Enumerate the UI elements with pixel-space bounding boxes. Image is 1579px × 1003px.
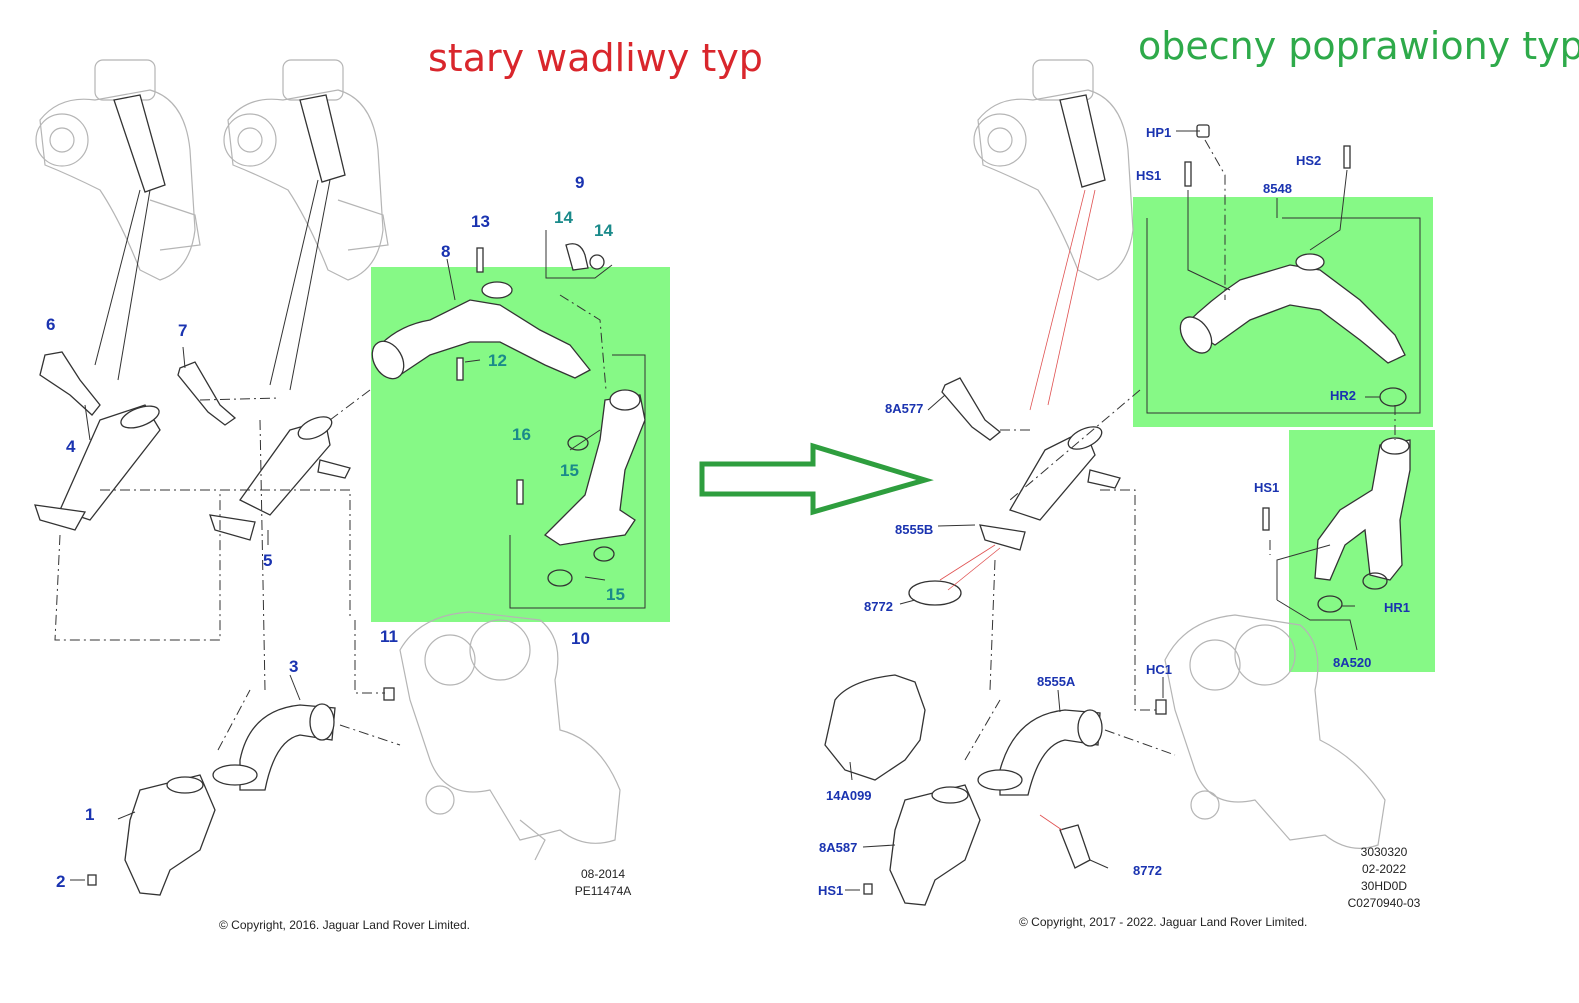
left-orings <box>547 435 615 587</box>
left-ghost-engine-top-1 <box>35 59 201 281</box>
left-diagram-code: PE11474A <box>574 884 632 898</box>
right-engine-block <box>1164 614 1386 849</box>
callout-label: HS2 <box>1296 153 1321 168</box>
callout-label: 8555A <box>1037 674 1076 689</box>
callout-label: 9 <box>575 173 584 192</box>
left-diagram-codes: 08-2014 PE11474A <box>565 866 641 900</box>
callout-label: 14 <box>554 208 573 227</box>
left-bolts <box>87 247 524 886</box>
callout-label: 8A520 <box>1333 655 1371 670</box>
right-part-8a520-pipe <box>1314 437 1411 581</box>
callout-label: 14A099 <box>826 788 872 803</box>
callout-label: HR1 <box>1384 600 1410 615</box>
highlight-new-upper-pipe <box>1133 197 1433 427</box>
callout-label: HR2 <box>1330 388 1356 403</box>
callout-label: HP1 <box>1146 125 1171 140</box>
left-part-3-hose <box>212 703 336 791</box>
right-diagram-codes: 3030320 02-2022 30HD0D C0270940-03 <box>1342 844 1426 912</box>
right-part-8555a-hose <box>977 709 1103 796</box>
callout-label: 8772 <box>864 599 893 614</box>
callout-label: 8A587 <box>819 840 857 855</box>
callout-label: 16 <box>512 425 531 444</box>
callout-label: 8772 <box>1133 863 1162 878</box>
right-pipe-upper <box>1059 94 1106 188</box>
right-dash-lines <box>964 139 1396 761</box>
right-red-guide-lines <box>939 189 1096 831</box>
left-part-9-hose <box>565 243 605 271</box>
callout-label: 4 <box>66 437 76 456</box>
left-engine-block <box>399 611 621 861</box>
right-diagram-code: C0270940-03 <box>1347 896 1421 910</box>
direction-arrow-icon <box>699 442 934 516</box>
callout-label: 15 <box>560 461 579 480</box>
callout-label: 1 <box>85 805 94 824</box>
callout-label: 7 <box>178 321 187 340</box>
old-type-title: stary wadliwy typ <box>428 36 763 80</box>
callout-label: HS1 <box>1254 480 1279 495</box>
left-part-10-pipe <box>543 389 646 546</box>
right-part-8555b <box>979 426 1121 551</box>
left-part-1-thermostat <box>124 774 216 896</box>
callout-label: 8A577 <box>885 401 923 416</box>
callout-label: HS1 <box>1136 168 1161 183</box>
callout-label: 13 <box>471 212 490 231</box>
right-leader-lines <box>845 130 1421 891</box>
callout-label: 8548 <box>1263 181 1292 196</box>
left-part-4 <box>34 404 161 531</box>
right-part-8548-pipe <box>1179 253 1406 364</box>
highlight-new-lower-pipe <box>1289 430 1435 672</box>
left-part-5 <box>209 416 351 541</box>
right-bolts <box>863 124 1351 895</box>
right-part-8a577 <box>941 377 1002 441</box>
right-diagram-code: 30HD0D <box>1360 879 1408 893</box>
callout-label: 2 <box>56 872 65 891</box>
left-dash-lines <box>54 294 607 751</box>
callout-label: HC1 <box>1146 662 1172 677</box>
left-diagram-date: 08-2014 <box>580 867 626 881</box>
new-type-title: obecny poprawiony typ <box>1138 24 1579 68</box>
left-pipe-upper <box>113 94 346 193</box>
right-part-14a099-cover <box>824 674 926 781</box>
left-part-8-pipe <box>371 281 591 380</box>
right-part-8a587-thermostat <box>889 784 981 906</box>
left-copyright: © Copyright, 2016. Jaguar Land Rover Lim… <box>219 918 470 932</box>
left-ghost-engine-top-2 <box>223 59 389 281</box>
callout-label: 11 <box>380 627 398 646</box>
callout-label: 12 <box>488 351 507 370</box>
left-part-6-clip <box>39 351 101 416</box>
callout-label: 6 <box>46 315 55 334</box>
callout-label: 8 <box>441 242 450 261</box>
callout-label: 8555B <box>895 522 933 537</box>
callout-label: 5 <box>263 551 272 570</box>
callout-label: 3 <box>289 657 298 676</box>
right-ghost-engine-top <box>973 59 1134 281</box>
left-part-7-hose <box>177 361 237 426</box>
callout-label: 15 <box>606 585 625 604</box>
right-diagram-code: 02-2022 <box>1361 862 1407 876</box>
callout-label: 10 <box>571 629 590 648</box>
left-leader-lines <box>70 179 646 881</box>
callout-label: 14 <box>594 221 613 240</box>
right-diagram-code: 3030320 <box>1360 845 1408 859</box>
callout-label: HS1 <box>818 883 843 898</box>
right-copyright: © Copyright, 2017 - 2022. Jaguar Land Ro… <box>1019 915 1308 929</box>
